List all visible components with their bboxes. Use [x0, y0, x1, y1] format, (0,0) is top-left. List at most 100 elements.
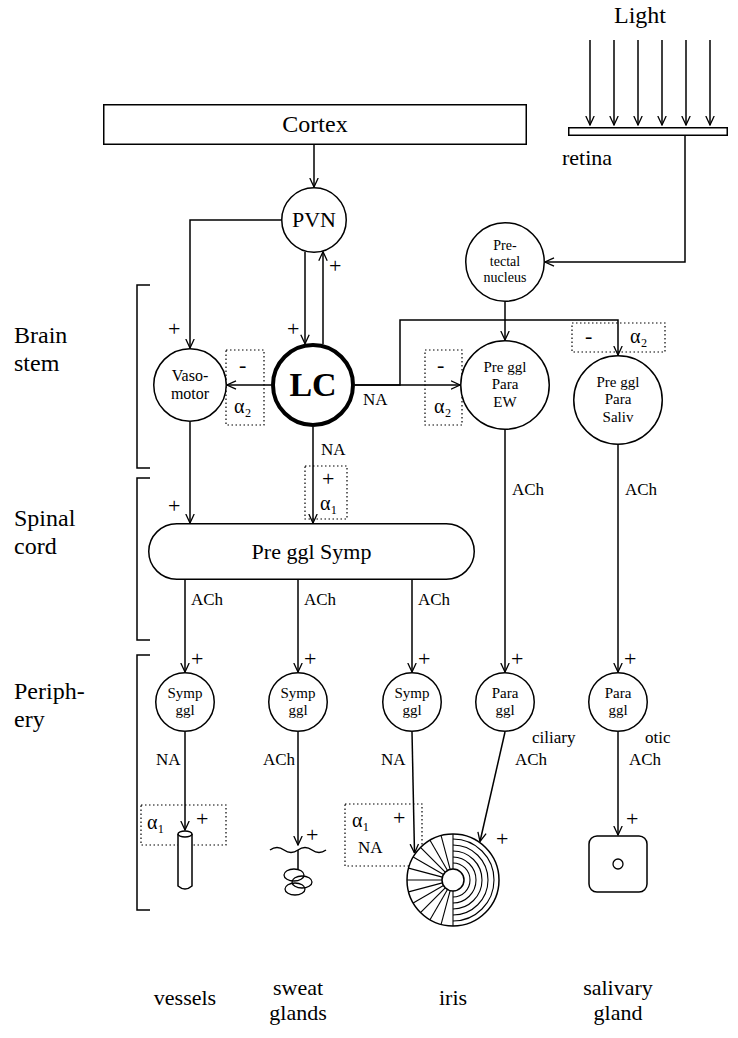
node-label: Vaso- motor — [165, 367, 215, 404]
region-bracket — [137, 655, 150, 910]
gland-coil — [285, 883, 305, 895]
ganglion-circle: Symp ggl — [268, 672, 328, 732]
node-caption: vessels — [140, 985, 230, 1010]
node-outline — [476, 673, 535, 732]
pathway-arrow — [297, 580, 299, 672]
receptor-box — [305, 466, 347, 519]
node-outline — [466, 223, 545, 302]
receptor-box — [425, 350, 462, 425]
node-shape — [568, 127, 728, 136]
light-ray — [661, 40, 663, 125]
receptor-label: α₁ — [352, 809, 369, 832]
node-outline — [269, 673, 328, 732]
transmitter-label: ACh — [262, 750, 296, 770]
node-label: Symp ggl — [276, 685, 320, 720]
node-outline — [282, 188, 347, 253]
node-caption: salivary gland — [576, 975, 661, 1026]
cortex-box: Cortex — [103, 104, 527, 145]
pathway-arrow — [304, 252, 306, 344]
node-label: Pre ggl Para Saliv — [594, 374, 642, 426]
region-label: Spinal cord — [14, 505, 94, 560]
pathway-arrow — [312, 427, 314, 523]
transmitter-label: NA — [380, 750, 407, 770]
pathway-arrow — [184, 732, 186, 830]
salivary-gland-organ: salivary gland — [588, 835, 648, 893]
pathway-arrow — [227, 384, 271, 386]
pathway-arrow — [545, 136, 685, 262]
transmitter-label: ACh — [190, 590, 224, 610]
dilator-fibre — [409, 868, 443, 877]
transmitter-label: ACh — [417, 590, 451, 610]
iris-outline — [407, 834, 499, 926]
sweat-gland-organ: sweat glands — [270, 845, 326, 900]
sign-label: - — [437, 352, 444, 377]
sign-label: - — [585, 323, 592, 348]
transmitter-label: ACh — [628, 750, 662, 770]
lc-circle: LC — [271, 343, 355, 427]
gland-coil — [292, 876, 312, 888]
transmitter-label: ACh — [511, 480, 545, 500]
dilator-fibre — [430, 840, 448, 870]
node-label: Para ggl — [596, 685, 640, 720]
pathway-arrow — [617, 445, 619, 672]
pathway-arrow — [617, 732, 619, 835]
transmitter-label: NA — [362, 390, 389, 410]
node-label: Pre- tectal nucleus — [480, 238, 530, 286]
ganglion-circle: Symp ggl — [155, 672, 215, 732]
receptor-label: α₁ — [320, 492, 337, 515]
pathway-arrow — [412, 732, 415, 853]
nucleus-circle: Pre- tectal nucleus — [465, 222, 545, 302]
node-caption: otic — [645, 728, 671, 748]
node-outline — [589, 673, 648, 732]
sign-label: + — [196, 806, 208, 831]
node-caption: retina — [562, 145, 612, 170]
retina-bar: retina — [568, 127, 728, 136]
gland-outline — [589, 836, 647, 892]
sign-label: + — [168, 316, 180, 341]
receptor-box — [345, 804, 422, 866]
pathway-arrow — [504, 302, 506, 340]
receptor-label: α₂ — [434, 395, 451, 418]
sign-label: + — [329, 253, 341, 278]
gland-duct — [297, 850, 299, 869]
node-outline — [273, 345, 353, 425]
pathway-arrow — [480, 732, 505, 842]
node-outline — [383, 673, 442, 732]
node-caption: ciliary — [532, 728, 575, 748]
node-caption: iris — [423, 985, 483, 1010]
nucleus-circle: Pre ggl Para Saliv — [573, 355, 663, 445]
region-label: Brain stem — [14, 322, 94, 377]
receptor-boxes — [141, 323, 665, 866]
light-ray — [685, 40, 687, 125]
nucleus-circle: PVN — [281, 187, 347, 253]
sign-label: + — [168, 493, 180, 518]
dilator-fibre — [409, 883, 443, 892]
pathway-arrow — [411, 580, 413, 672]
spinal-box: Pre ggl Symp — [148, 523, 475, 580]
pathway-arrow — [313, 145, 315, 187]
ganglion-circle: Para gglciliary — [475, 672, 535, 732]
receptor-box — [226, 350, 264, 425]
iris-organ: iris — [406, 833, 500, 927]
node-outline — [569, 128, 728, 136]
light-ray — [613, 40, 615, 125]
node-label: Para ggl — [483, 685, 527, 720]
node-outline — [156, 673, 215, 732]
pupil — [442, 869, 464, 891]
transmitter-label: NA — [358, 838, 383, 858]
sign-label: + — [306, 822, 318, 847]
node-outline — [154, 349, 227, 422]
receptor-label: α₂ — [630, 325, 647, 348]
node-outline — [574, 356, 663, 445]
vessel-wall — [178, 834, 192, 889]
gland-duct — [613, 859, 623, 869]
pathway-arrow — [322, 252, 324, 345]
pathway-arrow — [184, 580, 186, 672]
light-ray — [709, 40, 711, 125]
transmitter-label: ACh — [303, 590, 337, 610]
transmitter-label: ACh — [624, 480, 658, 500]
sign-label: - — [239, 352, 246, 377]
node-label: Cortex — [282, 111, 347, 139]
sign-label: + — [191, 646, 203, 671]
